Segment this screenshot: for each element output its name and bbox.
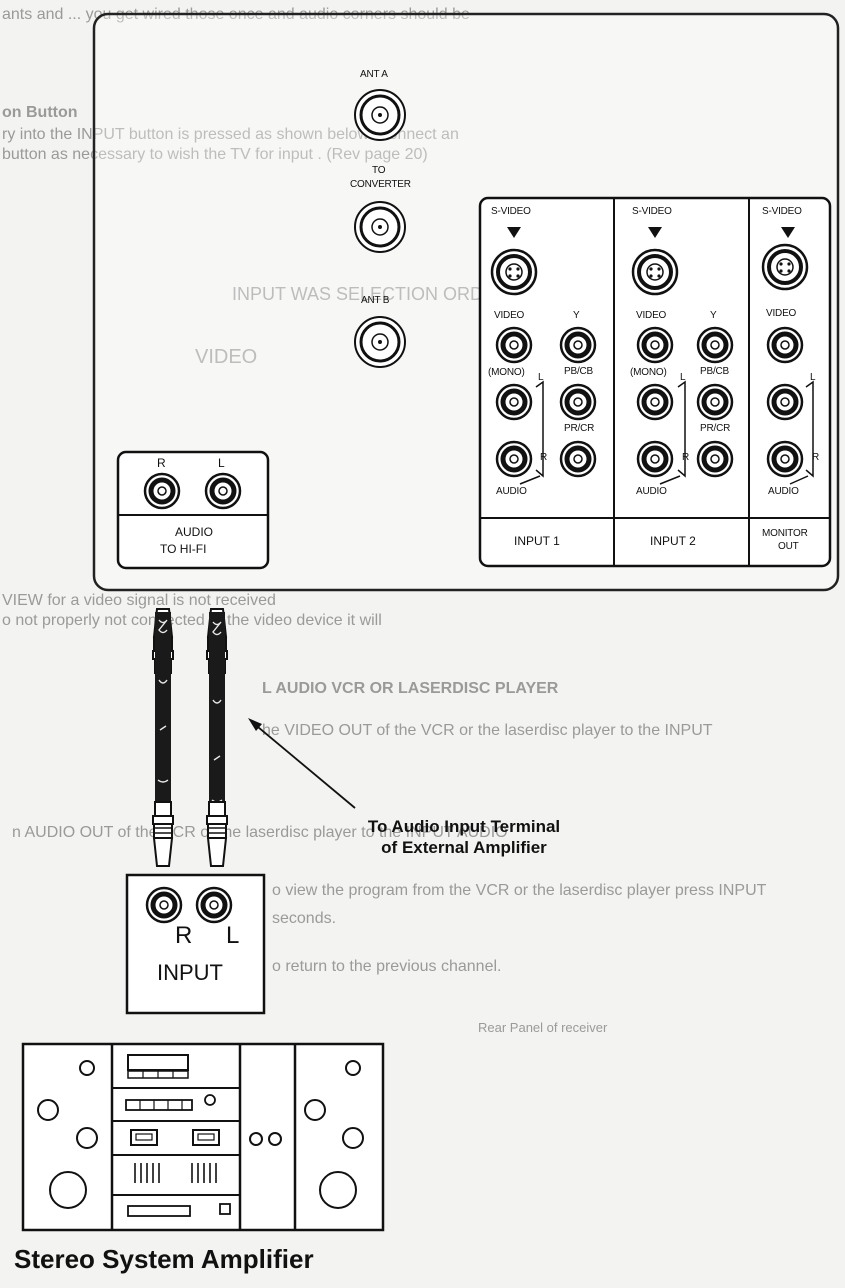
to-label: TO — [372, 165, 386, 176]
monitor-svideo-label: S-VIDEO — [762, 206, 802, 217]
background-text-line7: he VIDEO OUT of the VCR or the laserdisc… — [262, 722, 713, 739]
callout-line2: of External Amplifier — [381, 838, 547, 857]
input1-video-label: VIDEO — [494, 310, 525, 321]
input1-mono-label: (MONO) — [488, 367, 525, 378]
background-text-line6: o not properly not connected to the vide… — [2, 612, 382, 629]
background-text-line10: seconds. — [272, 910, 337, 927]
input2-svideo-label: S-VIDEO — [632, 206, 672, 217]
background-text-line2: on Button — [2, 104, 78, 121]
hifi-to-hifi-label: TO HI-FI — [160, 542, 207, 556]
background-text-line11: o return to the previous channel. — [272, 958, 502, 975]
input2-pb-label: PB/CB — [700, 366, 730, 377]
input1-y-label: Y — [573, 310, 580, 321]
background-faint-box: VIDEO — [195, 346, 258, 368]
monitor-label: MONITOR — [762, 528, 808, 539]
background-faint-heading: INPUT WAS SELECTION ORDER — [232, 284, 509, 304]
input1-label: INPUT 1 — [514, 534, 560, 548]
input2-pr-label: PR/CR — [700, 423, 731, 434]
ant-a-label: ANT A — [360, 69, 388, 80]
background-text-line3: ry into the INPUT button is pressed as s… — [2, 126, 459, 143]
background-text-line12: Rear Panel of receiver — [478, 1020, 608, 1035]
monitor-audio-label: AUDIO — [768, 486, 799, 497]
callout-line1: To Audio Input Terminal — [367, 817, 561, 836]
input2-l-label: L — [680, 372, 686, 383]
input2-label: INPUT 2 — [650, 534, 696, 548]
input2-mono-label: (MONO) — [630, 367, 667, 378]
background-text-line4: button as necessary to wish the TV for i… — [2, 146, 428, 163]
input1-pr-label: PR/CR — [564, 423, 595, 434]
background-text-line8: n AUDIO OUT of the VCR or the laserdisc … — [12, 824, 508, 841]
amp-input-l-label: L — [226, 922, 240, 949]
hifi-audio-label: AUDIO — [175, 525, 214, 539]
input1-svideo-label: S-VIDEO — [491, 206, 531, 217]
amp-input-r-label: R — [175, 922, 193, 949]
input2-r-label: R — [682, 452, 690, 463]
input1-pb-label: PB/CB — [564, 366, 594, 377]
background-text-line5: VIEW for a video signal is not received — [2, 592, 276, 609]
input2-video-label: VIDEO — [636, 310, 667, 321]
input1-audio-label: AUDIO — [496, 486, 527, 497]
monitor-l-label: L — [810, 372, 816, 383]
hifi-l-label: L — [218, 456, 225, 470]
input2-y-label: Y — [710, 310, 717, 321]
monitor-r-label: R — [812, 452, 820, 463]
ant-b-label: ANT B — [361, 295, 390, 306]
converter-label: CONVERTER — [350, 179, 411, 190]
input1-l-label: L — [538, 372, 544, 383]
input2-audio-label: AUDIO — [636, 486, 667, 497]
amplifier-title: Stereo System Amplifier — [14, 1244, 314, 1274]
amp-input-label: INPUT — [157, 960, 223, 985]
background-text-line9: o view the program from the VCR or the l… — [272, 882, 767, 899]
out-label: OUT — [778, 541, 799, 552]
hifi-r-label: R — [157, 456, 166, 470]
background-heading2: L AUDIO VCR OR LASERDISC PLAYER — [262, 680, 559, 697]
monitor-video-label: VIDEO — [766, 308, 797, 319]
input1-r-label: R — [540, 452, 548, 463]
